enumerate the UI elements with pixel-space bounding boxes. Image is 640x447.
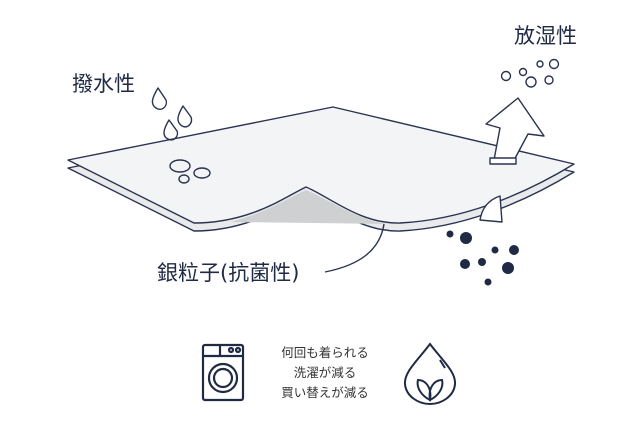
pointer-line — [324, 223, 385, 273]
water-drop-leaf-icon — [403, 342, 457, 406]
top-sheet — [67, 106, 575, 224]
bubble-icon — [518, 67, 528, 77]
bead-icon — [178, 174, 190, 184]
drop-icon — [177, 105, 193, 128]
bead-icon — [193, 167, 211, 179]
bubble-icon — [536, 60, 544, 68]
benefits-text: 何回も着られる 洗濯が減る 買い替えが減る — [270, 343, 380, 403]
bubble-icon — [525, 76, 537, 88]
bubble-icon — [544, 75, 554, 85]
benefit-line: 何回も着られる — [281, 345, 369, 360]
bubble-icon — [500, 70, 512, 82]
benefit-line: 買い替えが減る — [281, 385, 369, 400]
moisture-release-label: 放湿性 — [514, 24, 577, 48]
drop-icon — [151, 87, 168, 110]
benefit-line: 洗濯が減る — [293, 365, 357, 380]
bead-icon — [169, 159, 191, 173]
arrow-tail — [479, 195, 503, 223]
washing-machine-icon — [201, 343, 245, 402]
silver-layer — [230, 190, 390, 224]
particles — [446, 230, 519, 286]
drop-icon — [163, 119, 179, 141]
water-repellent-label: 撥水性 — [72, 72, 135, 96]
bubble-icon — [548, 58, 560, 70]
arrow-base — [489, 157, 517, 165]
arrow-up-icon — [485, 97, 545, 165]
silver-particles-label: 銀粒子(抗菌性) — [157, 261, 300, 285]
